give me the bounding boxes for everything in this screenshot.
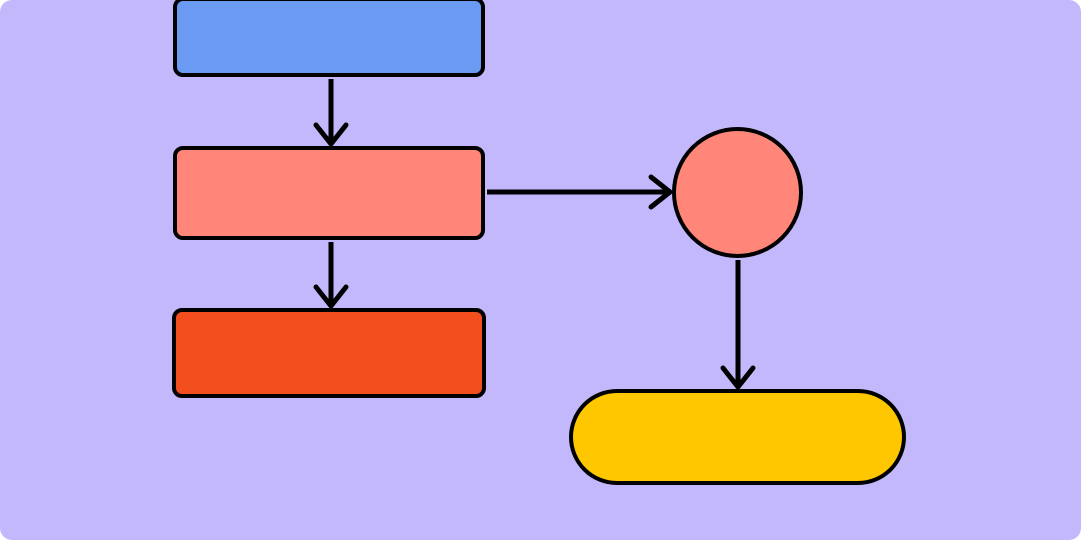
edge-blue-to-salmon[interactable] [313, 79, 349, 147]
shape-yellow-pill[interactable] [569, 389, 906, 485]
shape-red-rectangle[interactable] [172, 308, 486, 398]
edge-circle-to-pill[interactable] [720, 260, 756, 390]
shape-salmon-rectangle[interactable] [173, 146, 485, 240]
edge-salmon-to-red[interactable] [313, 242, 349, 309]
edge-salmon-to-circle[interactable] [487, 174, 673, 210]
shape-salmon-circle[interactable] [672, 127, 803, 258]
shape-blue-rectangle[interactable] [173, 0, 485, 77]
